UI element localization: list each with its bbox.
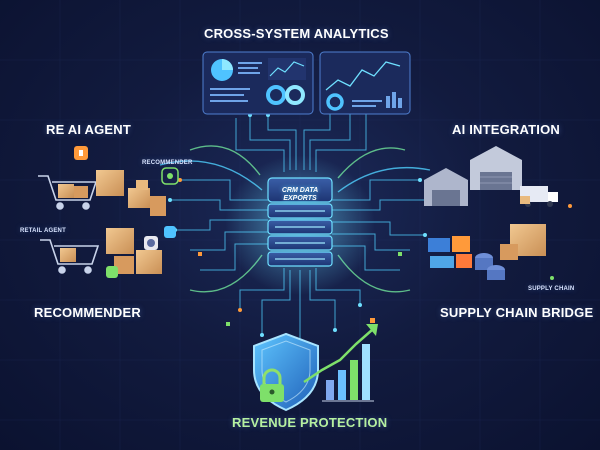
bar-chart-icon	[322, 344, 374, 402]
donut-chart-icon	[266, 85, 305, 105]
shipping-container-icon	[428, 236, 472, 268]
package-box-icon	[500, 196, 546, 260]
warehouse-icon	[424, 146, 522, 206]
package-box-icon	[58, 170, 166, 274]
bar-chart-icon	[352, 92, 402, 108]
label-revenue-protection: REVENUE PROTECTION	[232, 415, 388, 430]
padlock-icon	[260, 368, 284, 402]
title-cross-system-analytics: CROSS-SYSTEM ANALYTICS	[204, 26, 389, 41]
thumbs-up-icon	[74, 146, 88, 160]
shopping-cart-icon	[40, 239, 100, 274]
analytics-panel-right	[319, 51, 411, 115]
small-label-supply-chain: SUPPLY CHAIN	[528, 286, 575, 292]
donut-chart-icon	[326, 93, 344, 111]
label-recommender: RECOMMENDER	[34, 305, 141, 320]
label-re-ai-agent: RE AI AGENT	[46, 122, 132, 137]
heart-icon	[106, 167, 179, 278]
trace-nodes-right	[550, 204, 572, 280]
barrel-icon	[144, 236, 158, 250]
server-label: CRM DATA EXPORTS	[268, 187, 332, 203]
label-supply-chain-bridge: SUPPLY CHAIN BRIDGE	[440, 305, 594, 320]
server-label-line2: EXPORTS	[283, 195, 317, 202]
line-chart-icon	[268, 58, 306, 80]
small-label-retail-agent: RETAIL AGENT	[20, 228, 66, 234]
shopping-cart-icon	[38, 175, 98, 210]
label-ai-integration: AI INTEGRATION	[452, 122, 560, 137]
small-label-recommender: RECOMMENDER	[142, 160, 193, 166]
growth-arrow-icon	[303, 324, 378, 384]
database-server-icon	[225, 155, 375, 295]
barrel-icon	[475, 253, 505, 280]
server-label-line1: CRM DATA	[281, 187, 319, 194]
analytics-panel-left	[202, 51, 314, 115]
pie-chart-icon	[211, 59, 233, 81]
